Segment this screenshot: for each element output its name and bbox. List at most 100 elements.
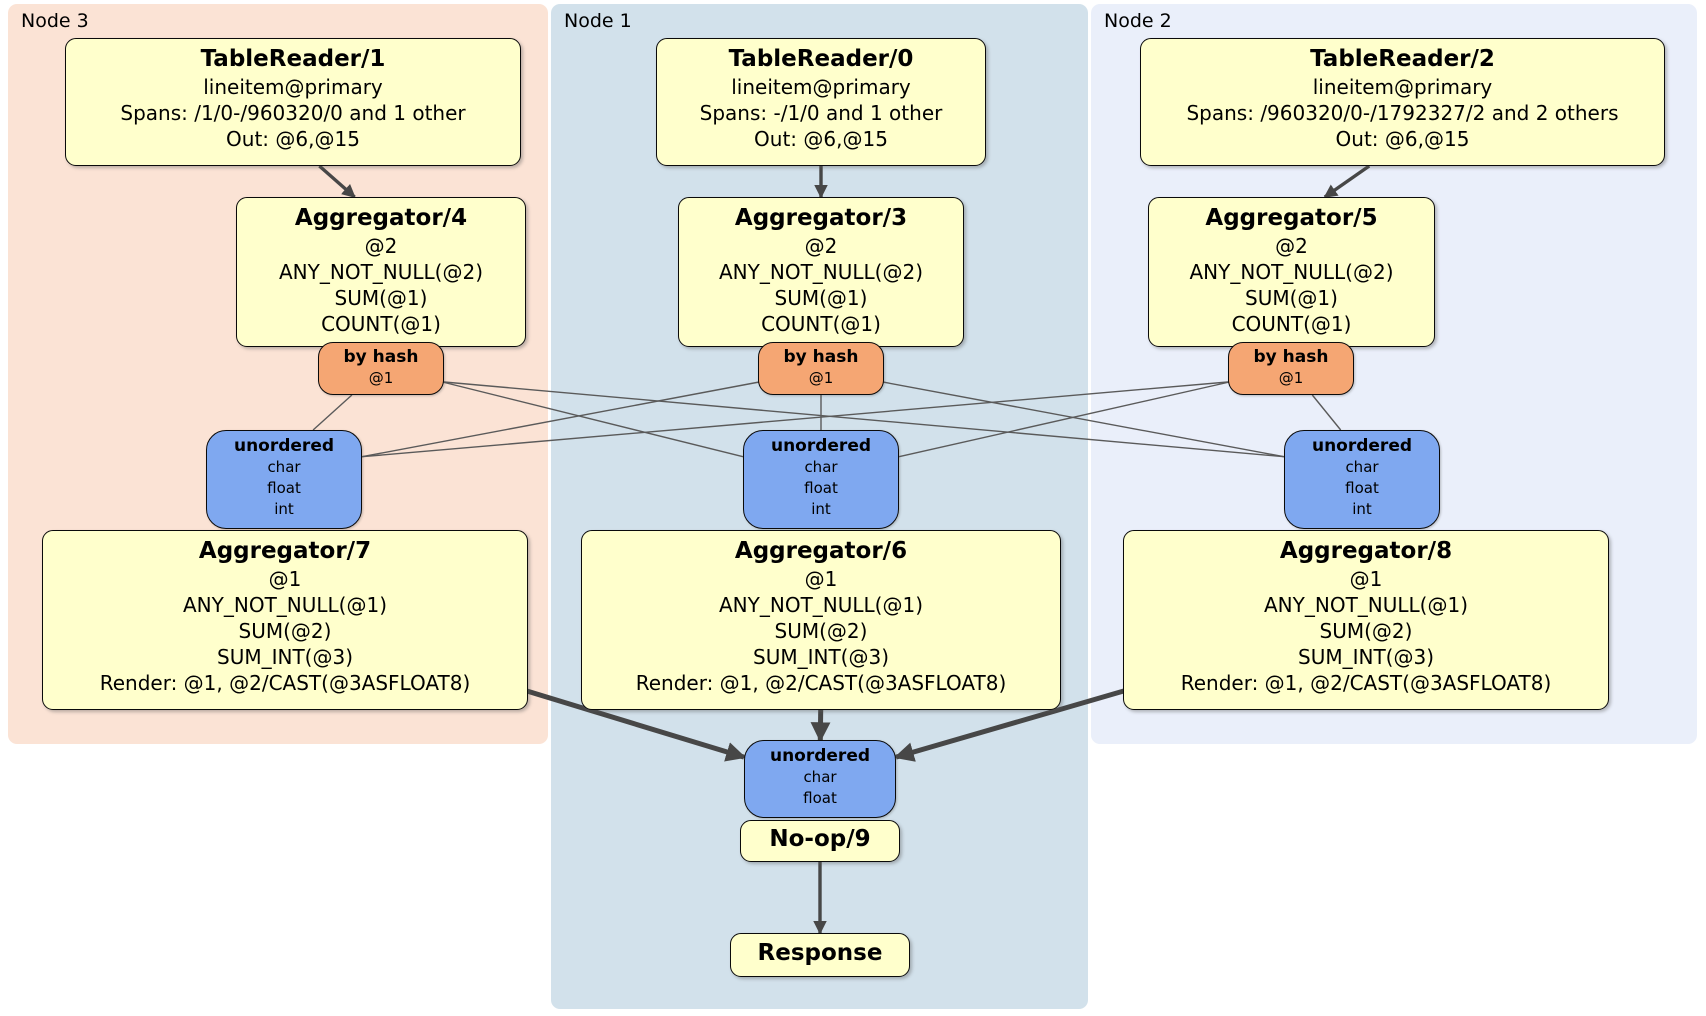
box-title: unordered (1311, 436, 1413, 456)
response-box: Response (730, 933, 910, 977)
box-line: @1 (268, 567, 302, 591)
box-line: Render: @1, @2/CAST(@3ASFLOAT8) (99, 671, 471, 695)
edge-r2-s1 (898, 381, 1231, 458)
box-line: float (803, 789, 837, 807)
box-line: lineitem@primary (203, 75, 383, 99)
panel-label: Node 1 (564, 10, 632, 32)
box-line: Render: @1, @2/CAST(@3ASFLOAT8) (635, 671, 1007, 695)
box-line: SUM(@1) (334, 286, 428, 310)
box-line: char (267, 458, 301, 476)
box-line: ANY_NOT_NULL(@2) (719, 260, 923, 284)
box-line: COUNT(@1) (321, 312, 441, 336)
box-title: Aggregator/5 (1205, 205, 1378, 231)
router-by-hash-node2: by hash @1 (1228, 342, 1354, 395)
box-line: lineitem@primary (731, 75, 911, 99)
box-line: lineitem@primary (1312, 75, 1493, 99)
box-title: Response (757, 940, 883, 966)
box-line: @1 (368, 369, 394, 387)
box-line: @1 (808, 369, 834, 387)
box-line: Render: @1, @2/CAST(@3ASFLOAT8) (1180, 671, 1552, 695)
edge-r1-s3 (361, 381, 761, 458)
box-line: @2 (804, 234, 838, 258)
box-title: Aggregator/7 (198, 538, 372, 564)
box-line: @2 (364, 234, 398, 258)
box-title: Aggregator/4 (294, 205, 468, 231)
processor-aggregator-7: Aggregator/7 @1 ANY_NOT_NULL(@1) SUM(@2)… (42, 530, 528, 710)
box-line: @2 (1275, 234, 1308, 258)
box-line: SUM(@1) (1245, 286, 1338, 310)
box-title: TableReader/2 (1310, 46, 1495, 72)
edge-agg7-sfinal (517, 686, 747, 762)
box-line: ANY_NOT_NULL(@1) (1264, 593, 1468, 617)
processor-aggregator-3: Aggregator/3 @2 ANY_NOT_NULL(@2) SUM(@1)… (678, 197, 964, 347)
box-title: by hash (343, 347, 419, 367)
router-by-hash-node1: by hash @1 (758, 342, 884, 395)
edge-r2-s3 (361, 381, 1231, 458)
box-title: Aggregator/8 (1279, 538, 1453, 564)
box-line: SUM(@2) (1319, 619, 1413, 643)
box-line: char (1345, 458, 1379, 476)
box-line: @1 (1278, 369, 1304, 387)
box-title: unordered (769, 746, 871, 766)
box-title: Aggregator/6 (734, 538, 908, 564)
box-line: Spans: /1/0-/960320/0 and 1 other (120, 101, 466, 125)
box-title: unordered (233, 436, 335, 456)
box-title: TableReader/0 (728, 46, 914, 72)
box-line: SUM(@1) (774, 286, 868, 310)
panel-label: Node 2 (1104, 10, 1172, 32)
box-line: SUM(@2) (238, 619, 332, 643)
edge-r1-s2 (881, 381, 1285, 458)
sync-unordered-node1: unordered char float int (743, 430, 899, 529)
edge-agg8-sfinal (893, 685, 1134, 762)
edge-r3-s1 (441, 381, 744, 458)
processor-aggregator-6: Aggregator/6 @1 ANY_NOT_NULL(@1) SUM(@2)… (581, 530, 1061, 710)
box-line: SUM_INT(@3) (753, 645, 889, 669)
box-title: TableReader/1 (200, 46, 386, 72)
box-line: ANY_NOT_NULL(@1) (183, 593, 387, 617)
processor-tablereader-0: TableReader/0 lineitem@primary Spans: -/… (656, 38, 986, 166)
box-line: SUM(@2) (774, 619, 868, 643)
processor-aggregator-8: Aggregator/8 @1 ANY_NOT_NULL(@1) SUM(@2)… (1123, 530, 1609, 710)
box-line: ANY_NOT_NULL(@2) (1189, 260, 1394, 284)
edge-r3-s2 (441, 381, 1285, 458)
box-line: int (274, 500, 294, 518)
box-line: COUNT(@1) (761, 312, 881, 336)
processor-tablereader-2: TableReader/2 lineitem@primary Spans: /9… (1140, 38, 1665, 166)
box-line: ANY_NOT_NULL(@1) (719, 593, 923, 617)
box-line: int (811, 500, 831, 518)
box-line: float (1345, 479, 1379, 497)
edge-tr2-agg5 (1323, 164, 1371, 199)
edge-r3-s3 (312, 394, 353, 431)
processor-aggregator-5: Aggregator/5 @2 ANY_NOT_NULL(@2) SUM(@1)… (1148, 197, 1435, 347)
processor-aggregator-4: Aggregator/4 @2 ANY_NOT_NULL(@2) SUM(@1)… (236, 197, 526, 347)
box-line: float (804, 479, 838, 497)
box-title: No-op/9 (769, 826, 871, 852)
box-line: char (803, 768, 837, 786)
sync-unordered-node2: unordered char float int (1284, 430, 1440, 529)
box-line: @1 (804, 567, 838, 591)
edge-tr1-agg4 (318, 164, 356, 199)
box-title: by hash (783, 347, 859, 367)
sync-unordered-node3: unordered char float int (206, 430, 362, 529)
box-title: unordered (770, 436, 872, 456)
sync-unordered-final: unordered char float (744, 740, 896, 818)
box-line: char (804, 458, 838, 476)
box-line: float (267, 479, 301, 497)
box-line: SUM_INT(@3) (1298, 645, 1434, 669)
box-title: Aggregator/3 (734, 205, 908, 231)
processor-noop-9: No-op/9 (740, 820, 900, 862)
box-title: by hash (1253, 347, 1329, 367)
box-line: Out: @6,@15 (1335, 127, 1470, 151)
box-line: Spans: /960320/0-/1792327/2 and 2 others (1186, 101, 1619, 125)
router-by-hash-node3: by hash @1 (318, 342, 444, 395)
panel-label: Node 3 (21, 10, 89, 32)
box-line: int (1352, 500, 1372, 518)
box-line: ANY_NOT_NULL(@2) (279, 260, 483, 284)
box-line: Out: @6,@15 (226, 127, 360, 151)
box-line: Spans: -/1/0 and 1 other (699, 101, 943, 125)
box-line: Out: @6,@15 (754, 127, 888, 151)
box-line: SUM_INT(@3) (217, 645, 353, 669)
edge-r2-s2 (1311, 394, 1342, 431)
